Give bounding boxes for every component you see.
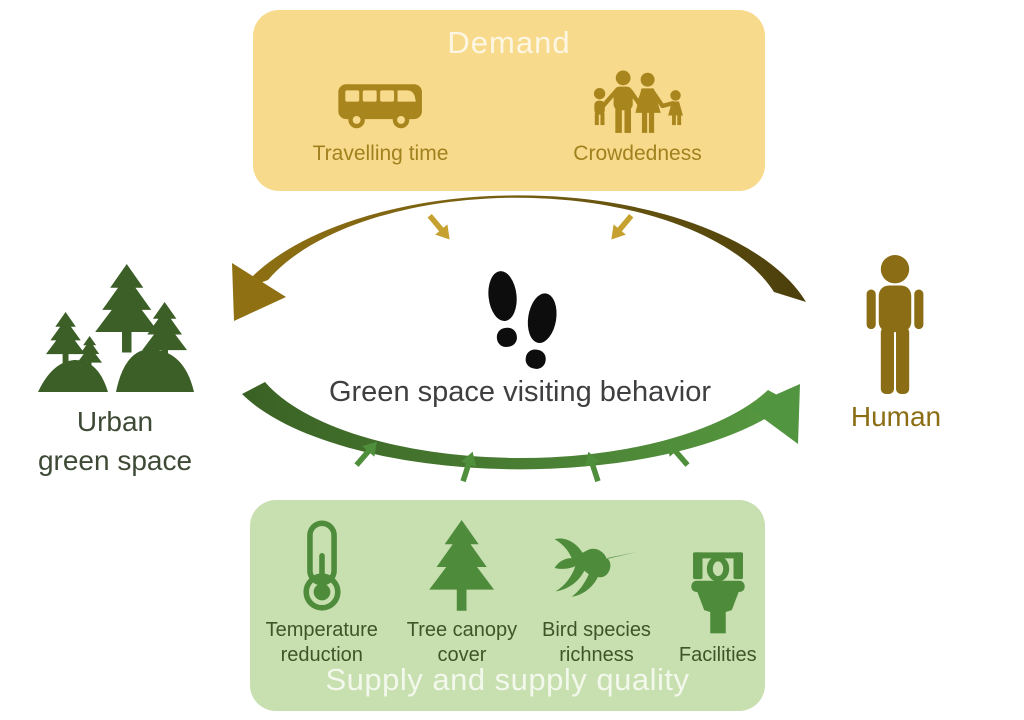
- travelling-time-label: Travelling time: [312, 142, 449, 165]
- urban-green-space-label: Urban green space: [0, 402, 230, 480]
- facilities-label: Facilities: [678, 644, 757, 666]
- urban-green-space-line2: green space: [37, 445, 193, 476]
- thermometer-icon: [303, 520, 341, 611]
- travelling-time-item: Travelling time: [278, 69, 483, 166]
- urban-green-space-line1: Urban: [76, 406, 154, 437]
- temperature-reduction-item: Temperature reduction: [250, 520, 394, 668]
- human-label: Human: [850, 401, 942, 432]
- footprints-icon: [488, 271, 557, 369]
- facilities-item: Facilities: [671, 545, 765, 668]
- urban-forest-icon: [38, 264, 194, 392]
- tree-canopy-item: Tree canopy cover: [402, 520, 523, 668]
- supply-panel: Temperature reduction Tree canopy cover: [250, 500, 765, 711]
- small-gold-arrow-icon: [424, 211, 456, 245]
- person-icon: [866, 255, 924, 394]
- supply-title: Supply and supply quality: [325, 662, 690, 697]
- tree-canopy-label: Tree canopy cover: [406, 619, 518, 666]
- bird-species-item: Bird species richness: [530, 512, 662, 668]
- human-to-greenspace-arrow: [232, 195, 806, 321]
- family-icon: [593, 70, 683, 133]
- greenspace-to-human-arrow: [242, 382, 800, 470]
- bus-icon: [337, 84, 422, 129]
- temperature-reduction-label: Temperature reduction: [265, 619, 378, 666]
- center-behavior-label: Green space visiting behavior: [328, 376, 712, 408]
- arrowhead-left-icon: [232, 263, 286, 321]
- demand-influence-arrows: [424, 211, 638, 245]
- toilet-icon: [691, 552, 745, 634]
- crowdedness-item: Crowdedness: [535, 69, 740, 166]
- pine-tree-icon: [429, 520, 494, 611]
- small-gold-arrow-icon: [605, 211, 637, 245]
- crowdedness-label: Crowdedness: [573, 142, 702, 165]
- demand-panel: Demand: [253, 10, 765, 191]
- hummingbird-icon: [555, 538, 638, 597]
- arrowhead-right-icon: [748, 384, 800, 444]
- demand-title: Demand: [447, 25, 571, 60]
- bird-species-label: Bird species richness: [542, 619, 651, 666]
